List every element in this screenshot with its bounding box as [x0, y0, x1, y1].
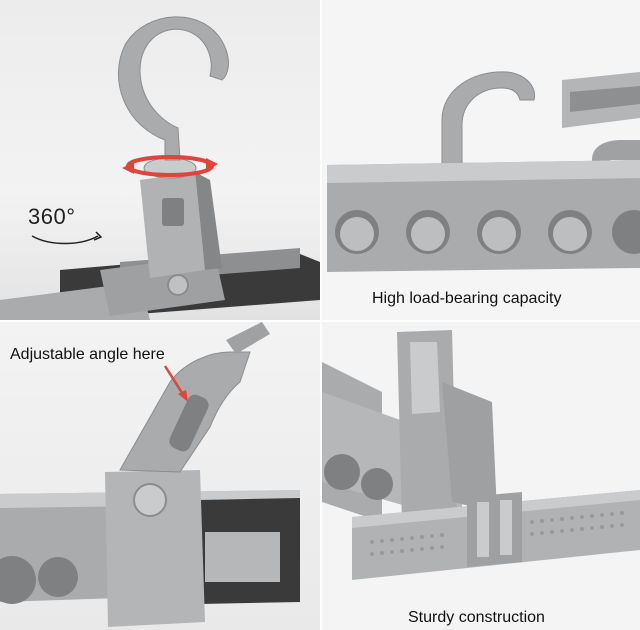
swivel-hook-panel	[0, 0, 320, 320]
load-bearing-panel	[322, 0, 640, 320]
rotation-label: 360°	[28, 204, 76, 229]
pivot-block	[105, 470, 205, 627]
adjustable-angle-panel	[0, 322, 320, 630]
clip-bar-illustration	[322, 330, 640, 580]
sturdy-caption: Sturdy construction	[408, 609, 545, 626]
hanging-holes	[335, 210, 640, 254]
angle-caption: Adjustable angle here	[10, 346, 165, 363]
hook	[117, 16, 229, 161]
hanger-holes-illustration	[327, 71, 640, 272]
pointer-arrow-icon	[163, 365, 186, 397]
swivel-hook-illustration	[0, 16, 320, 320]
horizontal-divider	[0, 320, 640, 322]
vertical-divider	[320, 0, 322, 630]
center-clip	[467, 492, 522, 567]
pivot-screw	[133, 483, 167, 517]
hook	[441, 71, 536, 173]
rotate-360-icon	[31, 235, 99, 245]
load-caption: High load-bearing capacity	[372, 290, 562, 307]
sturdy-construction-panel	[322, 322, 640, 630]
angle-joint-illustration	[0, 322, 300, 627]
